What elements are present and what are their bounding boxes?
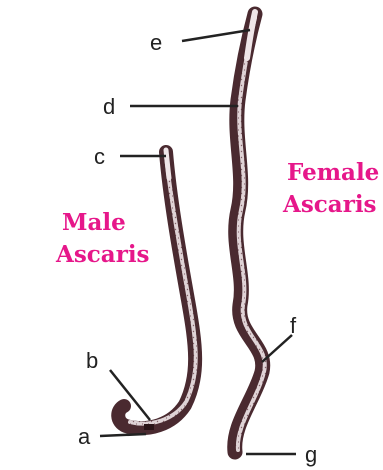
- male-worm-outline: [118, 152, 195, 428]
- leader-line-e: [182, 30, 250, 41]
- label-d: d: [103, 94, 115, 119]
- leader-line-f: [262, 335, 292, 362]
- female-title-line1: Female: [287, 159, 379, 186]
- male-worm-head-highlight: [166, 150, 169, 178]
- label-b: b: [86, 348, 98, 373]
- female-ascaris-worm: [235, 12, 265, 452]
- label-f: f: [290, 313, 297, 338]
- label-c: c: [94, 144, 105, 169]
- leader-line-a: [100, 434, 146, 436]
- label-e: e: [150, 30, 162, 55]
- label-g: g: [305, 442, 317, 467]
- label-a: a: [78, 424, 91, 449]
- male-ascaris-worm: [118, 150, 196, 430]
- male-title-line2: Ascaris: [55, 241, 150, 268]
- female-title-line2: Ascaris: [282, 191, 377, 218]
- male-title-line1: Male: [62, 209, 126, 236]
- male-worm-spicule: [144, 424, 154, 430]
